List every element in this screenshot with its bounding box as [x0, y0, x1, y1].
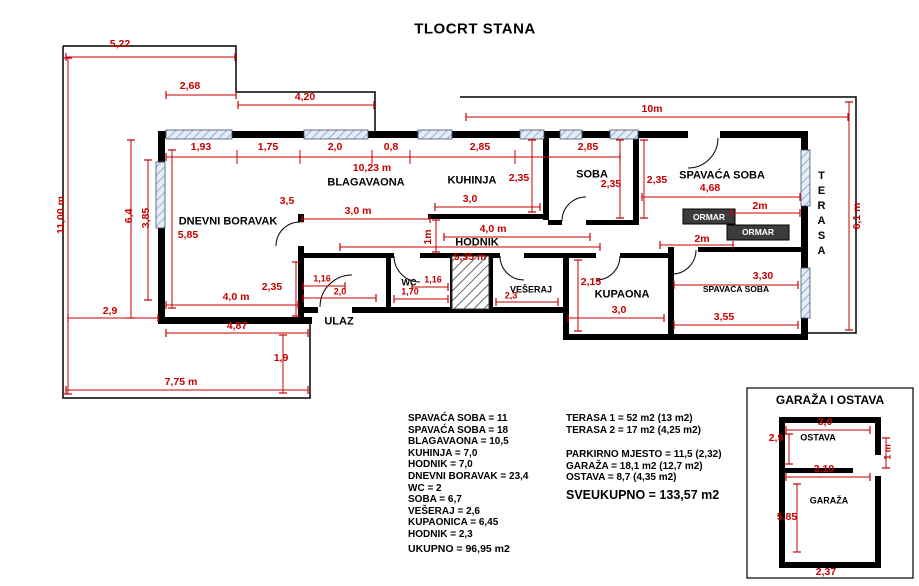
dim-2-35-dnevni: 2,35 — [261, 280, 283, 293]
garage-dim-3-0: 3,0 — [817, 415, 833, 428]
legend-item: GARAŽA = 18,1 m2 (12,7 m2) — [566, 460, 703, 472]
dim-4-20: 4,20 — [294, 90, 316, 103]
dim-1-16-a: 1,16 — [313, 273, 331, 284]
dim-6-4: 6,4 — [122, 208, 135, 224]
windows — [155, 129, 811, 319]
legend-item: KUHINJA = 7,0 — [408, 447, 478, 459]
dim-3-30: 3,30 — [752, 269, 774, 282]
room-label-spavaca-soba-1: SPAVAĆA SOBA — [679, 169, 765, 182]
dim-2-9: 2,9 — [102, 304, 118, 317]
dim-2-3: 2,3 — [504, 290, 518, 301]
garage-dim-2-37: 2,37 — [815, 565, 837, 578]
dim-11-00m: 11,00 m — [54, 196, 67, 234]
dim-3-55: 3,55 — [713, 310, 735, 323]
legend-item: OSTAVA = 8,7 (4,35 m2) — [566, 472, 677, 484]
wardrobe-label-2: ORMAR — [741, 226, 775, 237]
walls — [158, 131, 808, 340]
dim-5-85: 5,85 — [177, 228, 199, 241]
dim-4-0m-hodnik: 4,0 m — [479, 222, 507, 235]
garage-inset-title: GARAŽA I OSTAVA — [775, 393, 885, 407]
garage-dim-1m: 1 m — [882, 444, 893, 460]
dimension-lines — [64, 53, 853, 395]
dim-2-85-b: 2,85 — [577, 140, 599, 153]
dim-10m: 10m — [641, 102, 663, 115]
legend-grand-total: SVEUKUPNO = 133,57 m2 — [566, 488, 720, 502]
legend-item: HODNIK = 7,0 — [408, 459, 473, 471]
dim-2-0-top: 2,0 — [327, 140, 343, 153]
dim-3-85: 3,85 — [139, 207, 152, 229]
legend-item: SOBA = 6,7 — [408, 494, 462, 506]
wardrobe-boxes — [682, 208, 790, 241]
room-label-soba: SOBA — [576, 168, 608, 181]
legend-item: PARKIRNO MJESTO = 11,5 (2,32) — [566, 449, 722, 460]
dim-4-0m-dnevni: 4,0 m — [222, 290, 250, 303]
dim-1-75: 1,75 — [257, 140, 279, 153]
legend-areas: SPAVAĆA SOBA = 11 SPAVAĆA SOBA = 18 BLAG… — [408, 413, 529, 541]
garage-dim-3-10: 3,10 — [813, 462, 835, 475]
dim-3-0-kuhinja: 3,0 — [462, 192, 478, 205]
dim-10-23m: 10,23 m — [352, 161, 392, 174]
dim-1m: 1m — [421, 229, 434, 245]
legend-item: BLAGAVAONA = 10,5 — [408, 436, 509, 448]
dim-2-35-soba: 2,35 — [600, 177, 622, 190]
wardrobe-label-1: ORMAR — [692, 211, 726, 222]
dim-5-35m: 5,35 m — [453, 250, 487, 263]
garage-dim-2-9: 2,9 — [768, 431, 784, 444]
legend-item: TERASA 1 = 52 m2 (13 m2) — [566, 413, 693, 424]
room-label-veseraj: VEŠERAJ — [509, 284, 553, 295]
room-label-kuhinja: KUHINJA — [447, 174, 497, 187]
dim-2m-a: 2m — [752, 199, 768, 212]
dim-1-93: 1,93 — [190, 140, 212, 153]
garage-plan — [746, 387, 914, 579]
door-arcs — [275, 130, 720, 308]
hatched-area — [451, 255, 490, 310]
legend-item: HODNIK = 2,3 — [408, 528, 473, 540]
legend-item: KUPAONICA = 6,45 — [408, 517, 499, 529]
room-label-ulaz: ULAZ — [324, 315, 354, 328]
dim-2-68: 2,68 — [179, 79, 201, 92]
room-label-blagavaona: BLAGAVAONA — [327, 176, 405, 189]
dim-0-8: 0,8 — [383, 140, 399, 153]
dim-5-22: 5,22 — [109, 37, 131, 50]
room-label-wc: WC — [401, 277, 417, 288]
legend-item: TERASA 2 = 17 m2 (4,25 m2) — [566, 424, 701, 436]
dim-2-35-kuhinja: 2,35 — [508, 171, 530, 184]
legend-item: SPAVAĆA SOBA = 11 — [408, 413, 508, 424]
page-title: TLOCRT STANA — [414, 20, 536, 38]
room-label-terasa: TERASA — [815, 170, 828, 260]
dim-3-0m: 3,0 m — [344, 204, 372, 217]
room-label-ostava: OSTAVA — [800, 432, 836, 443]
dim-4-68: 4,68 — [699, 181, 721, 194]
dim-1-70: 1,70 — [401, 286, 419, 297]
dim-2-15: 2,15 — [580, 275, 602, 288]
room-label-kupaona: KUPAONA — [594, 288, 650, 301]
legend-item: SPAVAĆA SOBA = 18 — [408, 424, 509, 436]
legend-item: WC = 2 — [408, 482, 442, 494]
room-label-dnevni-boravak: DNEVNI BORAVAK — [178, 215, 278, 228]
dim-4-87: 4,87 — [226, 319, 248, 332]
dim-1-9: 1,9 — [273, 351, 289, 364]
dim-2-85-a: 2,85 — [469, 140, 491, 153]
room-label-spavaca-soba-2: SPAVAĆA SOBA — [702, 283, 770, 294]
dim-1-16-b: 1,16 — [424, 274, 442, 285]
dim-2-0-wc: 2,0 — [333, 286, 347, 297]
garage-dim-5-85: 5,85 — [776, 510, 798, 523]
legend-item: VEŠERAJ = 2,6 — [408, 505, 480, 517]
dim-3-5: 3,5 — [279, 194, 295, 207]
legend-item: DNEVNI BORAVAK = 23,4 — [408, 470, 529, 482]
room-label-garaza: GARAŽA — [809, 495, 849, 506]
room-label-hodnik: HODNIK — [455, 236, 499, 249]
dim-2m-b: 2m — [694, 232, 710, 245]
dim-3-0-kupaona: 3,0 — [611, 303, 627, 316]
legend-terraces: TERASA 1 = 52 m2 (13 m2) TERASA 2 = 17 m… — [566, 413, 701, 436]
legend-total: UKUPNO = 96,95 m2 — [408, 543, 510, 555]
dim-7-75m: 7,75 m — [164, 375, 198, 388]
dim-6-1m: 6,1 m — [850, 202, 863, 230]
dim-2-35-spavaca: 2,35 — [646, 173, 668, 186]
legend-garage-parking: PARKIRNO MJESTO = 11,5 (2,32) GARAŽA = 1… — [566, 449, 722, 484]
